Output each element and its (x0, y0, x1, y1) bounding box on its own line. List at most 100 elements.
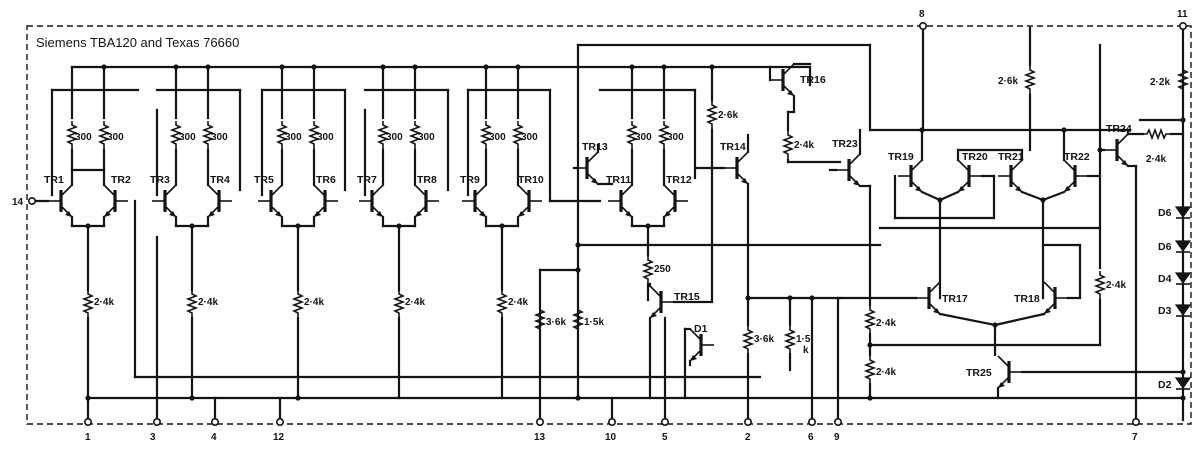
pin-4 (211, 417, 220, 426)
label-r2-4k-tr16: 2·4k (794, 140, 814, 151)
label-r2-4k-5: 2·4k (508, 297, 528, 308)
label-r300-9: 300 (489, 132, 506, 143)
stage-1 (30, 65, 140, 422)
label-tr23: TR23 (832, 138, 858, 150)
label-tr3: TR3 (150, 174, 170, 186)
pin-8 (918, 21, 927, 30)
label-r3-6k-b: 3·6k (754, 334, 774, 345)
output-section (535, 62, 882, 422)
label-r2-4k-3: 2·4k (304, 297, 324, 308)
label-r2-6k-b: 2·6k (998, 76, 1018, 87)
stage-4 (357, 65, 450, 400)
label-tr25: TR25 (966, 367, 992, 379)
label-d4: D4 (1158, 273, 1172, 285)
label-r300-4: 300 (211, 132, 228, 143)
label-r300-10: 300 (521, 132, 538, 143)
pin-1 (84, 417, 93, 426)
label-d6: D6 (1158, 207, 1172, 219)
flip-flop-section (828, 26, 1191, 422)
label-r3-6k-a: 3·6k (546, 317, 566, 328)
label-tr15: TR15 (674, 291, 700, 303)
pin-label-1: 1 (85, 432, 91, 443)
label-r2-6k-a: 2·6k (718, 110, 738, 121)
label-tr22: TR22 (1064, 151, 1090, 163)
label-tr2: TR2 (111, 174, 131, 186)
label-tr4: TR4 (210, 174, 230, 186)
label-r300-12: 300 (667, 132, 684, 143)
pin-9 (833, 417, 842, 426)
pin-labels: 14 1 3 4 12 13 10 5 2 6 9 7 8 11 (12, 9, 1188, 443)
pin-7 (1132, 417, 1141, 426)
label-tr5: TR5 (254, 174, 274, 186)
label-r2-4k-1: 2·4k (94, 297, 114, 308)
label-tr14: TR14 (720, 141, 746, 153)
supply-rails (70, 26, 1185, 422)
label-r2-4k-9: 2·4k (1146, 154, 1166, 165)
label-tr8: TR8 (417, 174, 437, 186)
pin-label-9: 9 (834, 432, 840, 443)
label-r2-4k-4: 2·4k (405, 297, 425, 308)
pin-label-6: 6 (808, 432, 814, 443)
diode-labels: D1 D2 D3 D4 D6 D6 (694, 207, 1172, 391)
pin-label-3: 3 (150, 432, 156, 443)
pin-13 (535, 417, 544, 426)
label-r1-5-b: 1·5 (796, 334, 811, 345)
pin-label-2: 2 (745, 432, 751, 443)
pin-label-10: 10 (605, 432, 617, 443)
label-tr24: TR24 (1106, 123, 1132, 135)
label-r250: 250 (654, 264, 671, 275)
label-tr20: TR20 (962, 151, 988, 163)
pin-label-4: 4 (211, 432, 217, 443)
label-tr18: TR18 (1014, 293, 1040, 305)
label-r300-6: 300 (317, 132, 334, 143)
label-d2: D2 (1158, 379, 1172, 391)
pin-label-12: 12 (273, 432, 285, 443)
pin-11 (1179, 21, 1188, 30)
label-d5: D6 (1158, 241, 1172, 253)
junctions (85, 64, 1186, 401)
label-tr1: TR1 (44, 174, 64, 186)
label-r300-1: 300 (75, 132, 92, 143)
pins (27, 21, 1188, 426)
label-tr7: TR7 (357, 174, 377, 186)
label-tr19: TR19 (888, 151, 914, 163)
label-tr11: TR11 (606, 174, 631, 186)
stage-2 (150, 65, 242, 422)
label-tr17: TR17 (942, 293, 968, 305)
label-r2-4k-7: 2·4k (876, 367, 896, 378)
label-tr6: TR6 (316, 174, 336, 186)
label-tr9: TR9 (460, 174, 480, 186)
pin-label-5: 5 (662, 432, 668, 443)
pin-3 (153, 417, 162, 426)
label-d1: D1 (694, 323, 708, 335)
pin-12 (275, 417, 284, 426)
label-r1-5k-a: 1·5k (584, 317, 604, 328)
pin-2 (743, 417, 752, 426)
pin-label-14: 14 (12, 197, 24, 208)
pin-10 (607, 417, 616, 426)
pin-6 (807, 417, 816, 426)
label-r2-4k-6: 2·4k (876, 318, 896, 329)
pin-label-13: 13 (534, 432, 546, 443)
pin-label-11: 11 (1177, 9, 1188, 20)
diagram-title: Siemens TBA120 and Texas 76660 (36, 35, 239, 50)
label-tr12: TR12 (666, 174, 692, 186)
stage-6 (572, 65, 697, 400)
label-r300-7: 300 (386, 132, 403, 143)
label-r-k-b: k (803, 345, 809, 356)
resistor-labels: 300 300 300 300 300 300 300 300 300 300 … (75, 76, 1170, 378)
label-r2-4k-8: 2·4k (1106, 280, 1126, 291)
label-r300-11: 300 (635, 132, 652, 143)
stage-5 (460, 65, 602, 400)
pin-label-8: 8 (919, 9, 925, 20)
label-r300-3: 300 (179, 132, 196, 143)
pin-label-7: 7 (1132, 432, 1138, 443)
label-tr13: TR13 (582, 141, 608, 153)
label-r300-8: 300 (418, 132, 435, 143)
pin-5 (660, 417, 669, 426)
label-tr10: TR10 (518, 174, 544, 186)
pin-14 (27, 197, 36, 206)
stage-3 (213, 65, 347, 422)
label-r300-5: 300 (285, 132, 302, 143)
